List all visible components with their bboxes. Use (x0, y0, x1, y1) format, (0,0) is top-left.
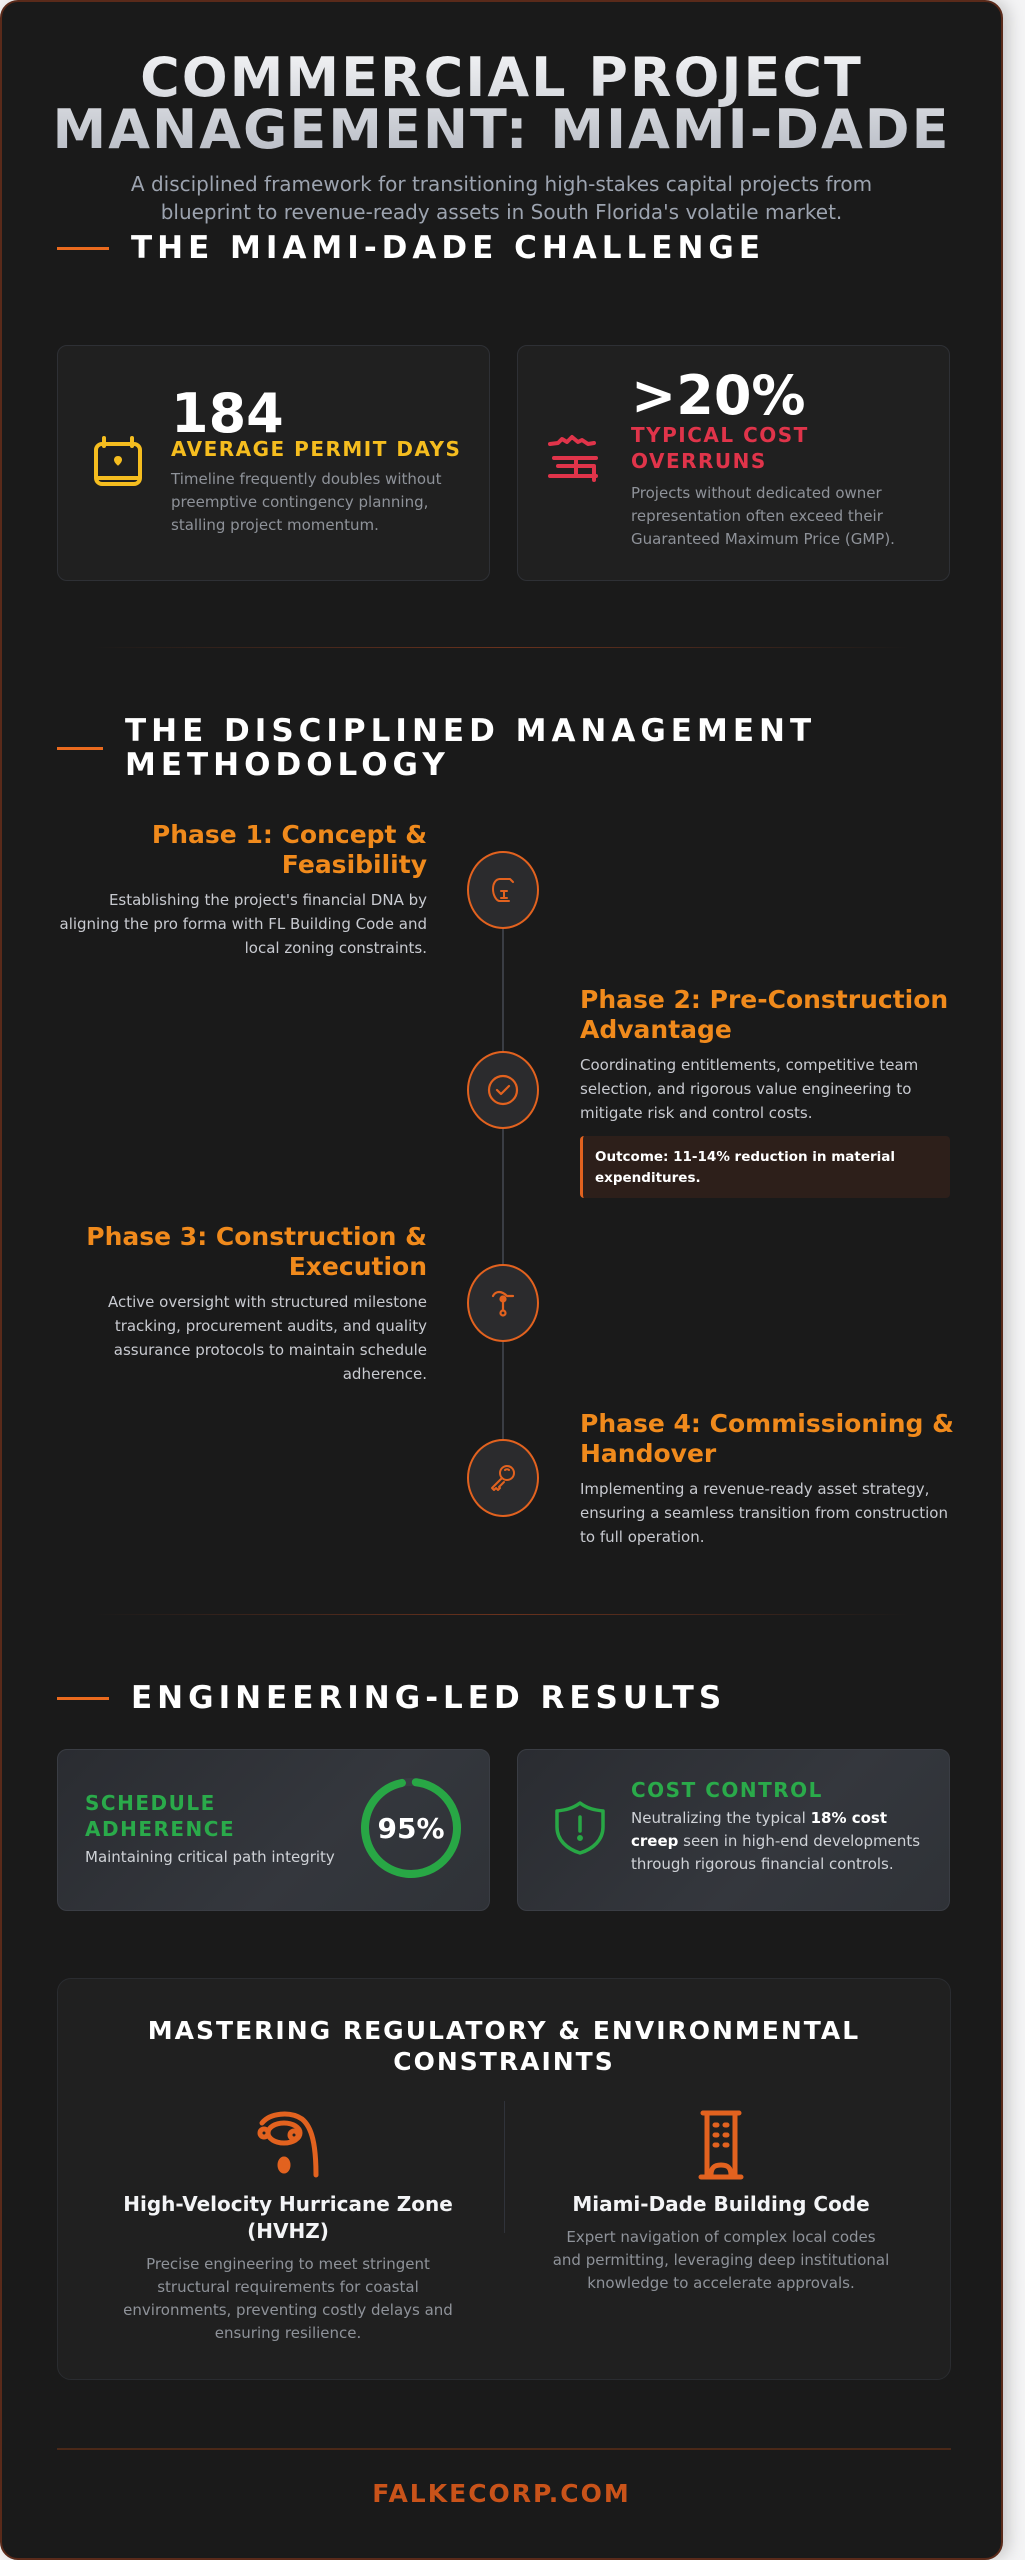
hurricane-icon (257, 2111, 319, 2178)
accent-bar (57, 746, 103, 750)
result-title: SCHEDULE ADHERENCE (85, 1790, 235, 1842)
cost-overrun-icon (548, 435, 598, 482)
stat-description: Timeline frequently doubles without pree… (171, 470, 442, 534)
key-icon (491, 1465, 515, 1491)
page-title-line-2: MANAGEMENT: MIAMI-DADE (52, 98, 951, 161)
phase-2-outcome-callout: Outcome: 11-14% reduction in material ex… (580, 1136, 950, 1198)
timeline-node-phase-2 (467, 1051, 539, 1129)
timeline-node-phase-4 (467, 1439, 539, 1517)
regulatory-panel: MASTERING REGULATORY & ENVIRONMENTAL CON… (57, 1978, 951, 2380)
description-text: Neutralizing the typical (631, 1809, 811, 1827)
stat-value: >20% (631, 364, 806, 427)
result-title-line-1: SCHEDULE (85, 1791, 216, 1815)
regulatory-item-description: Expert navigation of complex local codes… (552, 2228, 890, 2292)
check-circle-icon (487, 1074, 519, 1106)
column-divider (504, 2101, 505, 2233)
regulatory-item-description: Precise engineering to meet stringent st… (123, 2255, 453, 2342)
regulatory-item-title: Miami-Dade Building Code (572, 2192, 870, 2216)
footer-site-link[interactable]: FALKECORP.COM (372, 2479, 631, 2508)
phase-3-title: Phase 3: Construction & Execution (86, 1222, 427, 1281)
crane-icon (491, 1290, 515, 1317)
stat-card-permit-days: 184 AVERAGE PERMIT DAYS Timeline frequen… (57, 345, 490, 581)
section-title: ENGINEERING-LED RESULTS (131, 1680, 727, 1716)
section-title-line-2: METHODOLOGY (125, 747, 450, 783)
stat-value: 184 (171, 382, 284, 445)
infographic-page: COMMERCIAL PROJECT MANAGEMENT: MIAMI-DAD… (0, 0, 1003, 2560)
result-title-line-2: ADHERENCE (85, 1817, 236, 1841)
description-text: seen in high-end developments through ri… (631, 1832, 921, 1873)
building-icon (698, 2110, 744, 2180)
page-title: COMMERCIAL PROJECT MANAGEMENT: MIAMI-DAD… (2, 52, 1001, 156)
blueprint-icon (492, 878, 514, 902)
phase-4-title: Phase 4: Commissioning & Handover (580, 1409, 954, 1468)
phase-2-description: Coordinating entitlements, competitive t… (580, 1056, 919, 1122)
phase-3-description: Active oversight with structured milesto… (107, 1293, 427, 1383)
section-title-line-1: THE DISCIPLINED MANAGEMENT (125, 713, 817, 749)
section-heading-results: ENGINEERING-LED RESULTS (57, 1681, 726, 1715)
result-description: Neutralizing the typical 18% cost creep … (631, 1807, 931, 1876)
footer-divider (57, 2448, 951, 2450)
result-card-cost-control: COST CONTROL Neutralizing the typical 18… (517, 1749, 950, 1911)
calendar-icon (94, 436, 142, 486)
progress-ring: 95% (361, 1778, 461, 1878)
section-divider (92, 1614, 911, 1615)
timeline-line (502, 892, 504, 1452)
regulatory-item-title: High-Velocity Hurricane Zone (HVHZ) (123, 2192, 453, 2243)
shield-alert-icon (555, 1801, 605, 1855)
phase-1-description: Establishing the project's financial DNA… (59, 891, 428, 957)
accent-bar (57, 246, 109, 250)
result-title: COST CONTROL (631, 1778, 823, 1802)
regulatory-item-hvhz: High-Velocity Hurricane Zone (HVHZ) Prec… (118, 2109, 458, 2345)
stat-label: AVERAGE PERMIT DAYS (171, 437, 462, 461)
section-title: THE DISCIPLINED MANAGEMENT METHODOLOGY (125, 714, 816, 782)
phase-1-title: Phase 1: Concept & Feasibility (151, 820, 427, 879)
regulatory-item-building-code: Miami-Dade Building Code Expert navigati… (551, 2109, 891, 2295)
section-title: THE MIAMI-DADE CHALLENGE (131, 230, 766, 266)
section-heading-methodology: THE DISCIPLINED MANAGEMENT METHODOLOGY (57, 714, 816, 782)
result-description: Maintaining critical path integrity (85, 1848, 335, 1866)
stat-card-cost-overruns: >20% TYPICAL COST OVERRUNS Projects with… (517, 345, 950, 581)
accent-bar (57, 1696, 109, 1700)
stat-description: Projects without dedicated owner represe… (631, 484, 895, 548)
regulatory-title: MASTERING REGULATORY & ENVIRONMENTAL CON… (147, 2016, 861, 2076)
phase-2-title: Phase 2: Pre-Construction Advantage (580, 985, 949, 1044)
stat-label: TYPICAL COST OVERRUNS (631, 423, 809, 473)
result-card-schedule: SCHEDULE ADHERENCE Maintaining critical … (57, 1749, 490, 1911)
section-divider (92, 647, 911, 648)
section-heading-challenge: THE MIAMI-DADE CHALLENGE (57, 231, 765, 265)
timeline-node-phase-3 (467, 1264, 539, 1342)
phase-4-description: Implementing a revenue-ready asset strat… (580, 1480, 948, 1546)
progress-value: 95% (377, 1812, 444, 1845)
page-subtitle: A disciplined framework for transitionin… (130, 172, 873, 224)
description-highlight: 18% cost creep (631, 1809, 887, 1850)
timeline-node-phase-1 (467, 851, 539, 929)
